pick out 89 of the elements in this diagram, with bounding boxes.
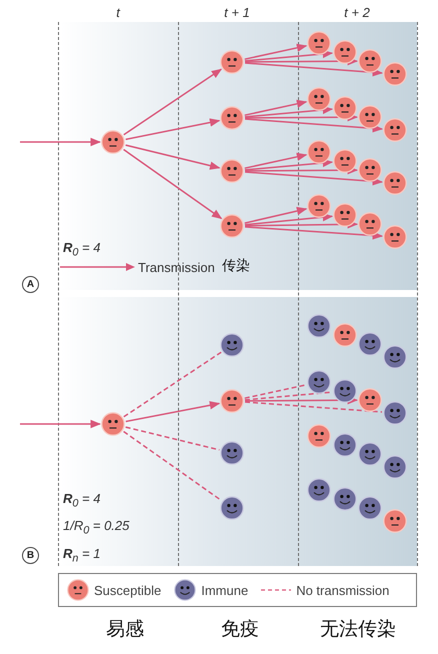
arrow (244, 220, 358, 229)
arrow (126, 401, 220, 422)
susceptible-face (220, 214, 244, 238)
math-label: 1/R$_{0}$ = 0.25 (63, 519, 130, 536)
legend-label: Immune (201, 582, 248, 598)
susceptible-face (333, 96, 357, 120)
math-label: R$_{0}$ = 4 (63, 241, 100, 258)
math-label: R$_{n}$ = 1 (63, 547, 100, 564)
susceptible-face (358, 212, 382, 236)
susceptible-face (220, 389, 244, 413)
arrow (20, 138, 102, 146)
susceptible-face (383, 118, 407, 142)
legend-label: Susceptible (94, 582, 162, 598)
dashed-line (123, 352, 222, 418)
arrow (123, 148, 222, 220)
chinese-label: 易感 (106, 620, 144, 639)
chinese-label: 免疫 (221, 620, 259, 639)
arrow (245, 396, 358, 404)
immune-face (383, 345, 407, 369)
susceptible-face (358, 49, 382, 73)
immune-face (307, 370, 331, 394)
susceptible-face (307, 424, 331, 448)
dashed-line (244, 391, 332, 401)
susceptible-face (333, 40, 357, 64)
arrow (244, 100, 308, 116)
math-label: t + 1 (224, 6, 250, 19)
arrow (20, 420, 102, 428)
immune-face (333, 379, 357, 403)
arrow (244, 213, 334, 226)
susceptible-face (383, 225, 407, 249)
immune-face (358, 496, 382, 520)
dashed-line (244, 384, 306, 399)
immune-face (333, 487, 357, 511)
math-label: t (116, 6, 120, 19)
immune-face (383, 401, 407, 425)
susceptible-face (358, 388, 382, 412)
panel-letter: A (22, 276, 39, 293)
arrow (244, 152, 308, 169)
arrow (244, 118, 384, 132)
susceptible-face (307, 87, 331, 111)
susceptible-face (383, 62, 407, 86)
arrow (123, 68, 222, 136)
legend-label: Transmission (138, 260, 215, 275)
immune-face (383, 455, 407, 479)
arrow (244, 171, 384, 186)
arrow (244, 206, 308, 224)
chinese-label: 无法传染 (320, 620, 396, 639)
arrow (245, 112, 358, 122)
math-label: t + 2 (344, 6, 370, 19)
immune-face (333, 433, 357, 457)
immune-face (220, 333, 244, 357)
legend-label: No transmission (296, 582, 390, 598)
arrow (244, 44, 308, 60)
chinese-label: 传染 (222, 259, 250, 273)
immune-face (358, 442, 382, 466)
susceptible-face (220, 50, 244, 74)
susceptible-face (220, 159, 244, 183)
arrow (244, 62, 384, 76)
susceptible-face (307, 31, 331, 55)
math-label: R$_{0}$ = 4 (63, 492, 100, 510)
arrow (244, 50, 334, 62)
susceptible-face (358, 158, 382, 182)
arrow (244, 106, 334, 118)
immune-face (358, 332, 382, 356)
arrow (245, 166, 358, 174)
arrow (244, 226, 384, 240)
susceptible-face (101, 412, 125, 436)
immune-face (307, 314, 331, 338)
arrow (244, 158, 334, 171)
arrow (126, 118, 220, 140)
susceptible-face (333, 149, 357, 173)
immune-face (220, 496, 244, 520)
susceptible-face (383, 509, 407, 533)
susceptible-face (333, 203, 357, 227)
susceptible-face (358, 105, 382, 129)
immune-face (220, 441, 244, 465)
susceptible-face (307, 194, 331, 218)
susceptible-face (383, 171, 407, 195)
dashed-line (244, 401, 382, 413)
susceptible-face (220, 106, 244, 130)
dashed-line (123, 430, 222, 502)
panel-letter: B (22, 547, 39, 564)
arrow (125, 144, 220, 170)
susceptible-face (333, 323, 357, 347)
dashed-line (125, 426, 220, 451)
susceptible-face (101, 130, 125, 154)
susceptible-face (307, 140, 331, 164)
arrow (245, 56, 358, 66)
immune-face (307, 478, 331, 502)
